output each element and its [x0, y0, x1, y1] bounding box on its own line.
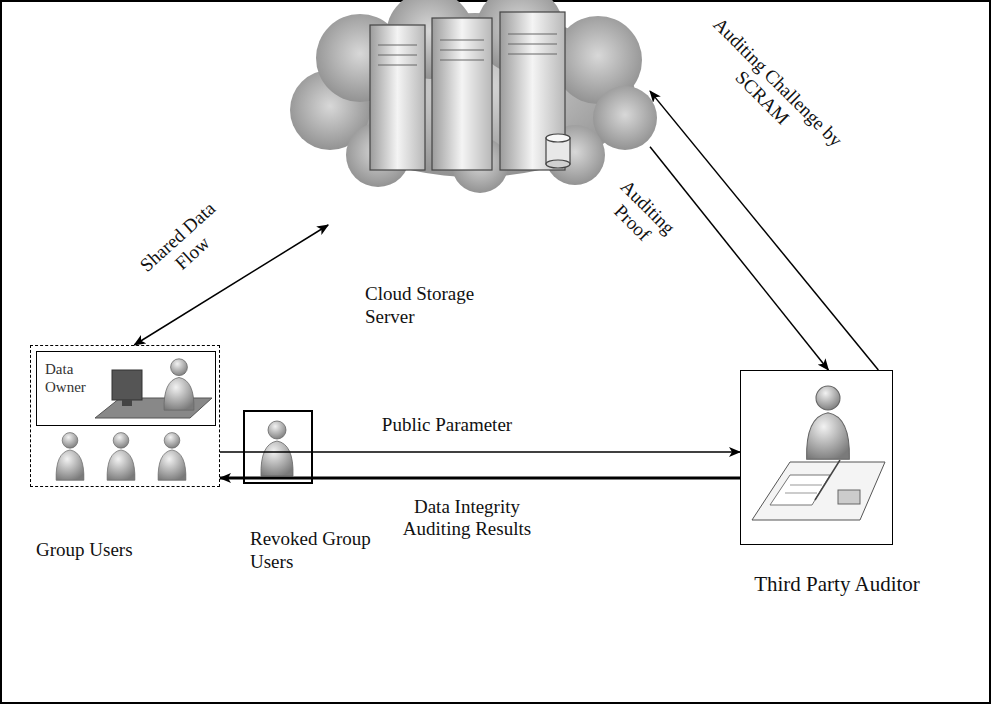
node-heading: Cloud Storage Server [365, 283, 490, 329]
node-label: Data Owner [37, 352, 97, 396]
edge-label: Data Integrity Auditing Results [390, 496, 544, 540]
edge-label: Public Parameter [345, 414, 549, 436]
group-user-icons [56, 433, 186, 481]
group-box: Group UsersData Owner [30, 345, 220, 487]
connector-arrow [650, 147, 828, 370]
connector-arrow [220, 451, 740, 453]
edge-label: Auditing Challenge by SCRAM [686, 6, 854, 174]
connector-arrow [220, 477, 740, 480]
edge-label: Shared Data Flow [128, 191, 242, 300]
auditor-box: Third Party Auditor [740, 370, 893, 545]
revoked-box: Revoked Group Users [243, 410, 313, 484]
auditor-illustration [752, 386, 885, 520]
data-owner-workstation [95, 359, 212, 418]
owner-box: Data Owner [36, 351, 216, 426]
edge-label: Auditing Proof [591, 166, 688, 263]
cloud-shape [290, 0, 657, 193]
revoked-user-icon [261, 421, 293, 476]
node-heading: Revoked Group Users [250, 528, 400, 574]
node-heading: Third Party Auditor [717, 572, 957, 597]
server-rack [370, 12, 570, 170]
node-heading: Group Users [36, 539, 206, 562]
